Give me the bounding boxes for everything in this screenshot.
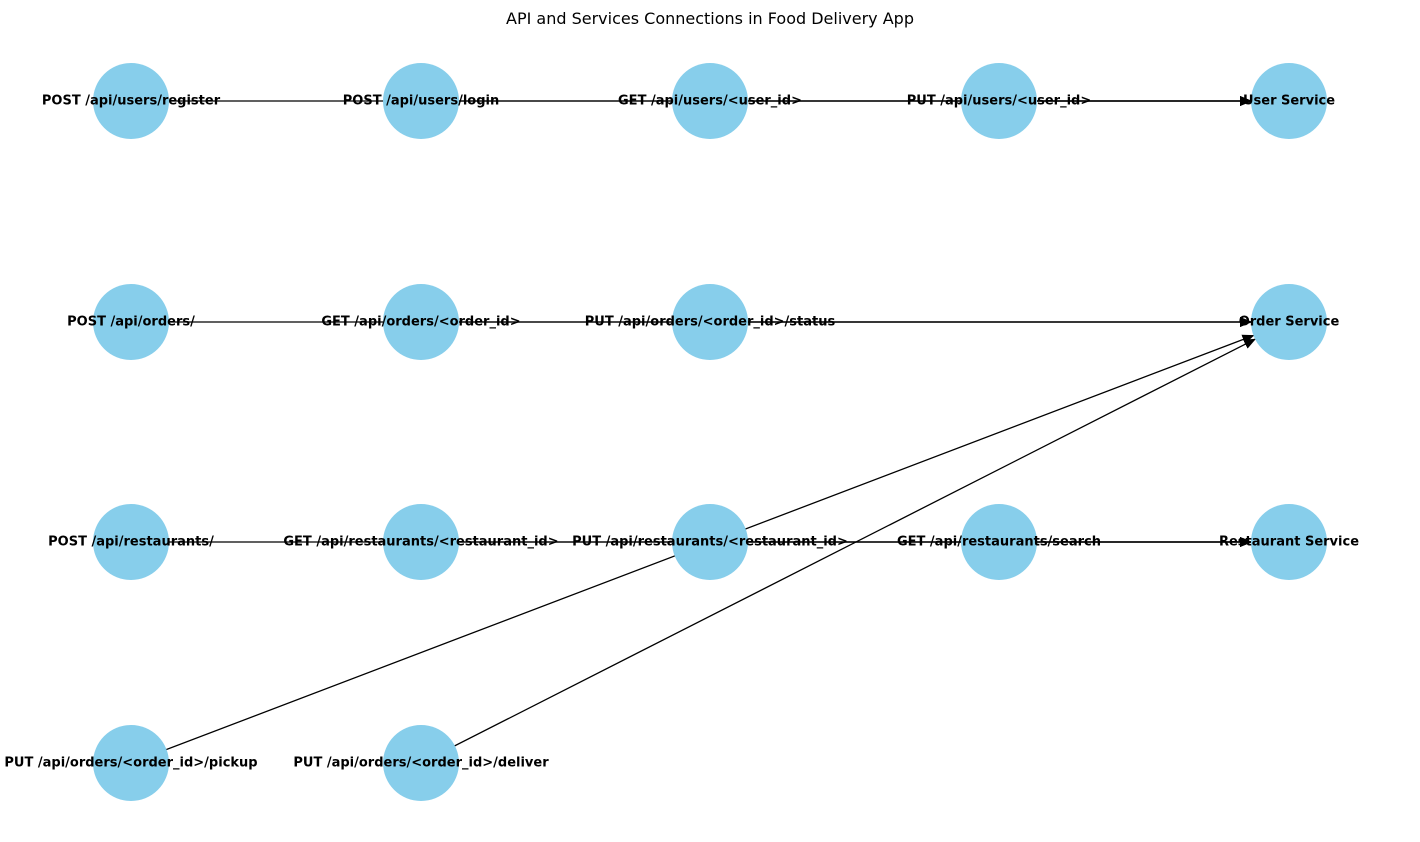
node-label-n5: User Service [1243, 94, 1335, 109]
node-label-n8: PUT /api/orders/<order_id>/status [585, 315, 836, 330]
node-label-n3: GET /api/users/<user_id> [618, 94, 802, 109]
node-circle-n4 [961, 63, 1037, 139]
node-label-n1: POST /api/users/register [42, 94, 221, 109]
node-label-n12: PUT /api/restaurants/<restaurant_id> [572, 535, 848, 550]
node-label-n6: POST /api/orders/ [67, 315, 195, 330]
node-label-n11: GET /api/restaurants/<restaurant_id> [283, 535, 558, 550]
node-label-n7: GET /api/orders/<order_id> [321, 315, 520, 330]
node-circle-n7 [383, 284, 459, 360]
node-circle-n11 [383, 504, 459, 580]
node-label-n13: GET /api/restaurants/search [897, 535, 1101, 550]
node-circle-n6 [93, 284, 169, 360]
node-label-n10: POST /api/restaurants/ [48, 535, 214, 550]
node-label-n9: Order Service [1239, 315, 1340, 330]
node-circle-n16 [383, 725, 459, 801]
node-circle-n9 [1251, 284, 1327, 360]
node-label-n4: PUT /api/users/<user_id> [907, 94, 1091, 109]
edges-layer [130, 96, 1256, 764]
node-circle-n1 [93, 63, 169, 139]
node-label-n16: PUT /api/orders/<order_id>/deliver [293, 756, 549, 771]
node-circle-n2 [383, 63, 459, 139]
node-circle-n14 [1251, 504, 1327, 580]
node-label-n14: Restaurant Service [1219, 535, 1359, 550]
node-circle-n3 [672, 63, 748, 139]
labels-layer: POST /api/users/register POST /api/users/… [4, 94, 1359, 771]
node-label-n2: POST /api/users/login [343, 94, 499, 109]
node-label-n15: PUT /api/orders/<order_id>/pickup [4, 756, 257, 771]
node-circle-n13 [961, 504, 1037, 580]
node-circle-n12 [672, 504, 748, 580]
node-circle-n8 [672, 284, 748, 360]
node-circle-n5 [1251, 63, 1327, 139]
nodes-layer [93, 63, 1327, 801]
node-circle-n15 [93, 725, 169, 801]
edge-n16-to-n9 [420, 338, 1256, 764]
node-circle-n10 [93, 504, 169, 580]
diagram-title: API and Services Connections in Food Del… [506, 9, 914, 28]
